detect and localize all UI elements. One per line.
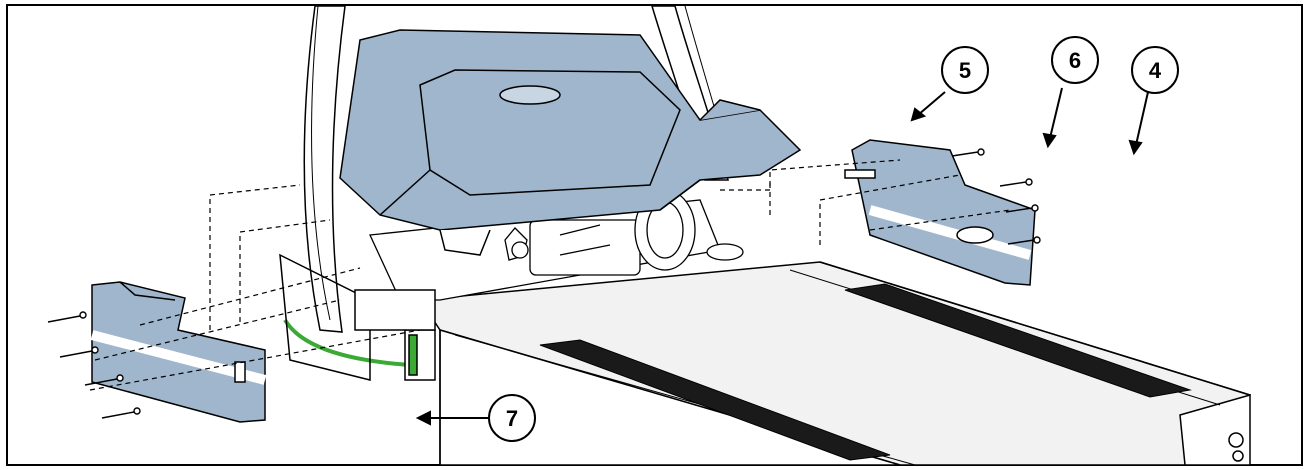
callout-5-label: 5 [959, 58, 971, 83]
left-side-cover [90, 281, 267, 423]
callout-6-label: 6 [1069, 48, 1081, 73]
callout-arrows [415, 87, 1149, 426]
brand-logo-plate [499, 85, 561, 105]
motor-hood-cover [339, 29, 802, 256]
callout-7-label: 7 [506, 406, 518, 431]
fastener-alignment-lines [89, 159, 1011, 391]
callout-4-label: 4 [1149, 58, 1162, 83]
callout-6: 6 [1051, 36, 1099, 84]
callout-5: 5 [941, 46, 989, 94]
fastener-screws [47, 148, 1041, 419]
callout-7: 7 [488, 394, 536, 442]
belt-grip-strips [539, 283, 1192, 461]
callout-4: 4 [1131, 46, 1179, 94]
